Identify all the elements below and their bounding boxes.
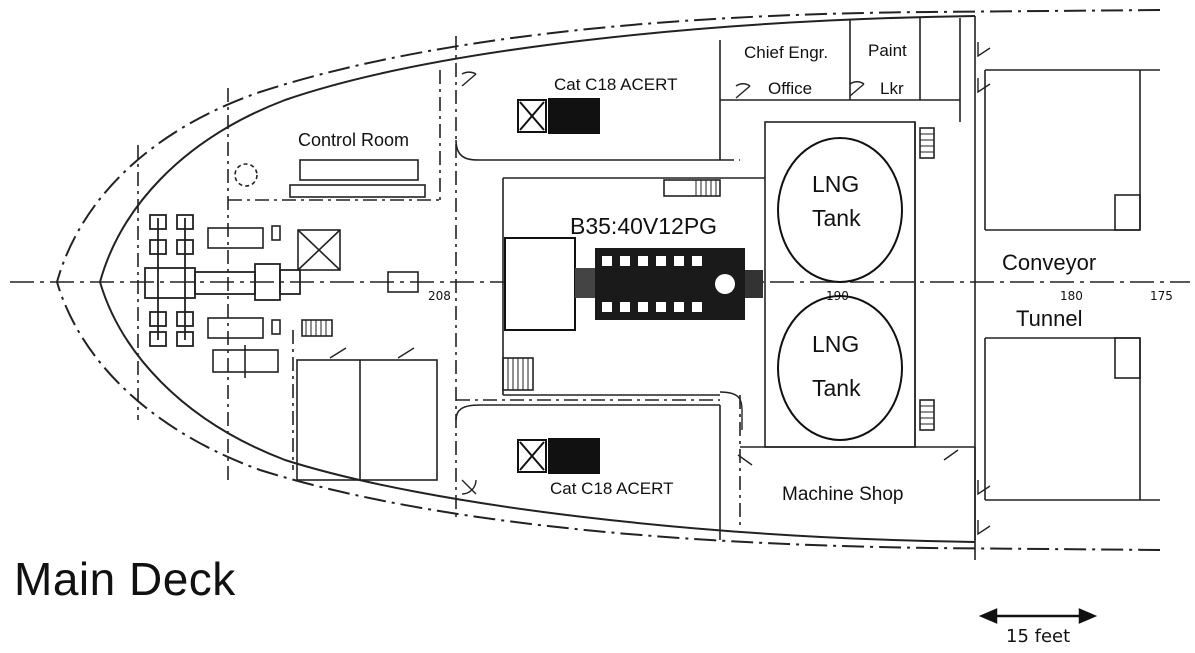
generator-bottom — [517, 438, 600, 474]
room-control-room-label: Control Room — [298, 130, 409, 150]
frame-number: 180 — [1060, 289, 1083, 303]
lng-tank-top-label-2: Tank — [812, 205, 861, 231]
main-engine-label: B35:40V12PG — [570, 213, 717, 239]
generator-top-label: Cat C18 ACERT — [554, 75, 677, 94]
generator-bottom-label: Cat C18 ACERT — [550, 479, 673, 498]
room-paint-locker-label-2: Lkr — [880, 79, 904, 98]
generator-top — [517, 98, 600, 134]
room-tunnel-label: Tunnel — [1016, 306, 1082, 331]
lng-tank-bottom — [777, 295, 903, 441]
lng-tank-top-label: LNG — [812, 171, 859, 197]
propulsion-unit — [144, 214, 301, 347]
main-engine — [504, 237, 763, 331]
room-paint-locker-label: Paint — [868, 41, 907, 60]
room-conveyor-label: Conveyor — [1002, 250, 1096, 275]
scale-label: 15 feet — [1006, 626, 1071, 647]
frame-number: 190 — [826, 289, 849, 303]
lng-tank-top — [777, 137, 903, 283]
frame-number: 175 — [1150, 289, 1173, 303]
room-chief-engr-label: Chief Engr. — [744, 43, 828, 62]
scale-bar — [978, 608, 1098, 624]
room-machine-shop-label: Machine Shop — [782, 484, 903, 505]
room-chief-engr-label-2: Office — [768, 79, 812, 98]
lng-tank-bottom-label: LNG — [812, 331, 859, 357]
page-title: Main Deck — [14, 553, 236, 605]
frame-number: 208 — [428, 289, 451, 303]
lng-tank-bottom-label-2: Tank — [812, 375, 861, 401]
